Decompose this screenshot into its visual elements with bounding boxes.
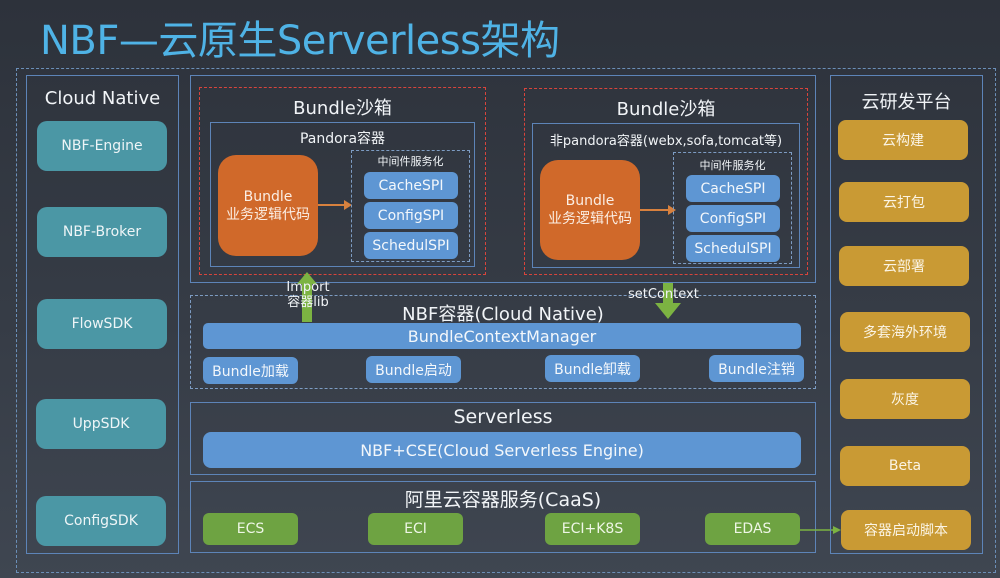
sandbox-right-title: Bundle沙箱 [616, 99, 716, 120]
edas-to-startup-script-arrow [800, 526, 841, 534]
caas-panel [190, 481, 816, 553]
import-arrow-up-icon [297, 272, 317, 322]
bundle-label: Bundle [565, 193, 615, 209]
flowsdk-box: FlowSDK [37, 299, 167, 349]
setcontext-arrow-down-icon [655, 283, 681, 319]
sandbox-left-title: Bundle沙箱 [293, 98, 392, 119]
cloud-dev-platform-panel [830, 75, 983, 554]
non-pandora-container-title: 非pandora容器(webx,sofa,tomcat等) [549, 134, 783, 149]
arrow-left-bundle-to-spi [318, 200, 352, 210]
setcontext-label: setContext [628, 287, 699, 302]
container-startup-script-box: 容器启动脚本 [841, 510, 971, 550]
bundle-context-manager: BundleContextManager [203, 323, 801, 349]
cachespi-left: CacheSPI [364, 172, 458, 199]
uppsdk-box: UppSDK [36, 399, 166, 449]
configspi-left: ConfigSPI [364, 202, 458, 229]
gray-release-box: 灰度 [840, 379, 970, 419]
bundle-unload-button: Bundle卸载 [545, 355, 640, 382]
middleware-right [673, 152, 792, 264]
sandbox-right [524, 88, 808, 275]
import-label-line1: Import [286, 280, 330, 295]
schedulspi-right: SchedulSPI [686, 235, 780, 262]
nbf-container-title: NBF容器(Cloud Native) [402, 304, 604, 325]
cloud-deploy-box: 云部署 [839, 246, 969, 286]
beta-box: Beta [840, 446, 970, 486]
bundle-label: Bundle [243, 188, 293, 205]
sandbox-panel [190, 75, 816, 283]
cloud-dev-platform-title: 云研发平台 [861, 92, 952, 113]
nbf-container-panel [190, 295, 816, 389]
cachespi-right: CacheSPI [686, 175, 780, 202]
schedulspi-left: SchedulSPI [364, 232, 458, 259]
business-code-label: 业务逻辑代码 [226, 206, 310, 223]
nbf-engine-box: NBF-Engine [37, 121, 167, 171]
sandbox-left [199, 87, 486, 275]
configspi-right: ConfigSPI [686, 205, 780, 232]
bundle-business-code-left: Bundle 业务逻辑代码 [218, 155, 318, 256]
import-label: Import 容器lib [278, 280, 338, 310]
business-code-label: 业务逻辑代码 [548, 211, 632, 227]
import-label-line2: 容器lib [287, 295, 329, 310]
non-pandora-container [532, 123, 800, 268]
nbf-cse-engine: NBF+CSE(Cloud Serverless Engine) [203, 432, 801, 468]
bundle-unregister-button: Bundle注销 [709, 355, 804, 382]
middleware-right-title: 中间件服务化 [699, 159, 766, 172]
bundle-load-button: Bundle加载 [203, 357, 298, 384]
middleware-left-title: 中间件服务化 [377, 155, 444, 168]
cloud-package-box: 云打包 [839, 182, 969, 222]
eci-box: ECI [368, 513, 463, 545]
eci-k8s-box: ECI+K8S [545, 513, 640, 545]
ecs-box: ECS [203, 513, 298, 545]
arrow-right-bundle-to-spi [640, 205, 676, 215]
pandora-container [210, 122, 475, 267]
bundle-business-code-right: Bundle 业务逻辑代码 [540, 160, 640, 260]
serverless-title: Serverless [453, 406, 553, 428]
cloud-native-panel: Cloud Native [26, 75, 179, 554]
nbf-broker-box: NBF-Broker [37, 207, 167, 257]
edas-box: EDAS [705, 513, 800, 545]
cloud-build-box: 云构建 [838, 120, 968, 160]
page-title: NBF—云原生Serverless架构 [40, 18, 560, 64]
caas-title: 阿里云容器服务(CaaS) [404, 489, 602, 511]
cloud-native-title: Cloud Native [44, 88, 161, 109]
configsdk-box: ConfigSDK [36, 496, 166, 546]
serverless-panel [190, 402, 816, 475]
outer-frame [16, 68, 996, 573]
pandora-container-title: Pandora容器 [299, 131, 386, 147]
bundle-start-button: Bundle启动 [366, 356, 461, 383]
overseas-env-box: 多套海外环境 [840, 312, 970, 352]
middleware-left [351, 150, 470, 262]
